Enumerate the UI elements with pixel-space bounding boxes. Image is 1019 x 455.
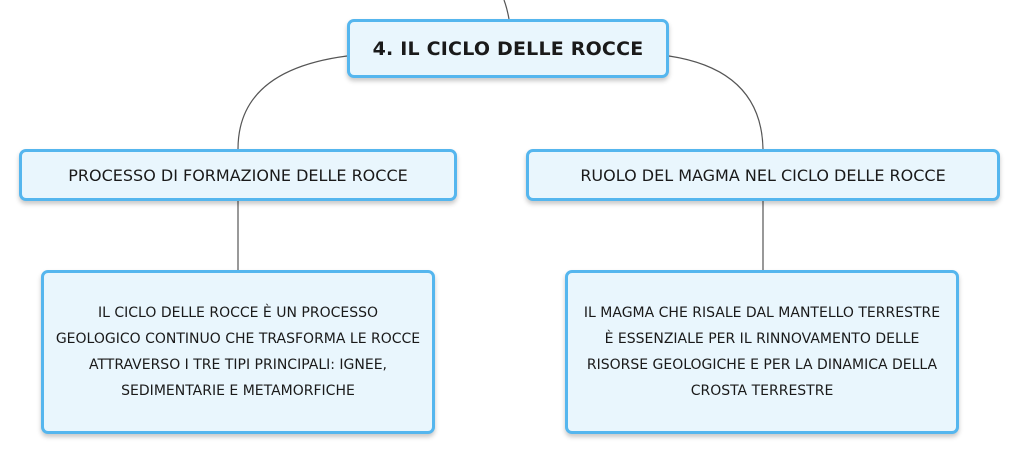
detail-text-magma: IL MAGMA CHE RISALE DAL MANTELLO TERREST… xyxy=(583,305,941,399)
connector-root-right-topic xyxy=(668,55,764,150)
topic-label-magma: RUOLO DEL MAGMA NEL CICLO DELLE ROCCE xyxy=(580,165,946,185)
topic-label-formation: PROCESSO DI FORMAZIONE DELLE ROCCE xyxy=(68,165,408,185)
central-topic-label: 4. IL CICLO DELLE ROCCE xyxy=(372,37,644,60)
topic-node-formation[interactable]: PROCESSO DI FORMAZIONE DELLE ROCCE xyxy=(19,149,457,201)
detail-node-formation[interactable]: IL CICLO DELLE ROCCE È UN PROCESSO GEOLO… xyxy=(41,270,435,434)
connector-to-parent xyxy=(503,0,510,20)
detail-node-magma[interactable]: IL MAGMA CHE RISALE DAL MANTELLO TERREST… xyxy=(565,270,959,434)
topic-node-magma[interactable]: RUOLO DEL MAGMA NEL CICLO DELLE ROCCE xyxy=(526,149,1000,201)
detail-text-formation: IL CICLO DELLE ROCCE È UN PROCESSO GEOLO… xyxy=(55,305,421,399)
connector-root-left-topic xyxy=(237,55,348,150)
central-topic-node[interactable]: 4. IL CICLO DELLE ROCCE xyxy=(347,19,669,78)
